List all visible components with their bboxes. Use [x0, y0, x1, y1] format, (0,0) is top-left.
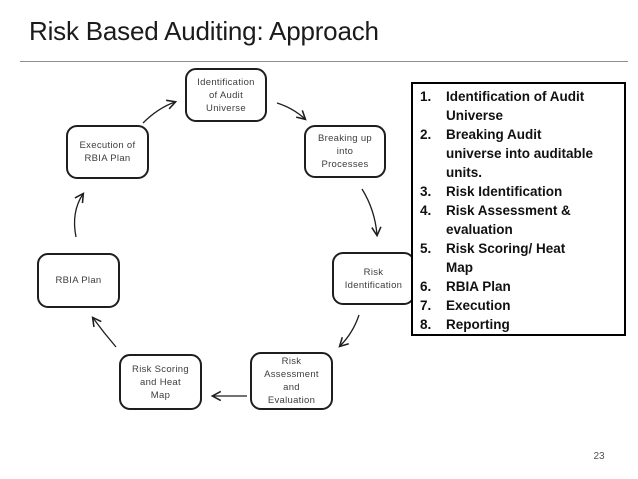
- node-risk-scoring-and-heat-map: Risk Scoring and Heat Map: [119, 354, 202, 410]
- list-item-text: Risk Scoring/ Heat Map: [446, 241, 566, 275]
- node-risk-identification: Risk Identification: [332, 252, 415, 305]
- node-rbia-plan: RBIA Plan: [37, 253, 120, 308]
- list-item-text: Risk Assessment & evaluation: [446, 203, 571, 237]
- list-item: 2. Breaking Audit universe into auditabl…: [420, 125, 620, 182]
- node-breaking-up-into-processes: Breaking up into Processes: [304, 125, 386, 178]
- list-item-text: Execution: [446, 298, 511, 313]
- arrow-risk-identification-to-risk-assessment: [340, 314, 360, 346]
- node-identification-of-audit-universe: Identification of Audit Universe: [185, 68, 267, 122]
- page-title: Risk Based Auditing: Approach: [29, 16, 379, 46]
- arrow-breaking-to-risk-identification: [361, 188, 377, 235]
- list-item-number: 2.: [420, 127, 432, 142]
- list-item: 6. RBIA Plan: [420, 277, 620, 296]
- list-item-text: Risk Identification: [446, 184, 563, 199]
- list-item-number: 8.: [420, 317, 432, 332]
- list-item: 5. Risk Scoring/ Heat Map: [420, 239, 620, 277]
- list-item-number: 6.: [420, 279, 432, 294]
- list-item-text: Identification of Audit Universe: [446, 89, 585, 123]
- list-item-number: 5.: [420, 241, 432, 256]
- list-item-number: 1.: [420, 89, 432, 104]
- arrow-identification-to-breaking: [276, 102, 305, 119]
- list-item-number: 3.: [420, 184, 432, 199]
- list-item-text: RBIA Plan: [446, 279, 511, 294]
- arrow-execution-to-identification: [142, 102, 175, 124]
- node-risk-assessment-and-evaluation: Risk Assessment and Evaluation: [250, 352, 333, 410]
- list-item-text: Breaking Audit universe into auditable u…: [446, 127, 594, 180]
- list-item-text: Reporting: [446, 317, 510, 332]
- list-item: 8. Reporting: [420, 315, 620, 334]
- list-item: 1. Identification of Audit Universe: [420, 87, 620, 125]
- list-item-number: 7.: [420, 298, 432, 313]
- steps-panel: 1. Identification of Audit Universe 2. B…: [411, 82, 626, 336]
- arrow-rbia-plan-to-execution: [73, 194, 83, 238]
- arrow-risk-scoring-to-rbia-plan: [93, 318, 117, 348]
- title-separator: [20, 61, 628, 62]
- list-item-number: 4.: [420, 203, 432, 218]
- page-number: 23: [593, 451, 605, 462]
- list-item: 4. Risk Assessment & evaluation: [420, 201, 620, 239]
- node-execution-of-rbia-plan: Execution of RBIA Plan: [66, 125, 149, 179]
- list-item: 3. Risk Identification: [420, 182, 620, 201]
- list-item: 7. Execution: [420, 296, 620, 315]
